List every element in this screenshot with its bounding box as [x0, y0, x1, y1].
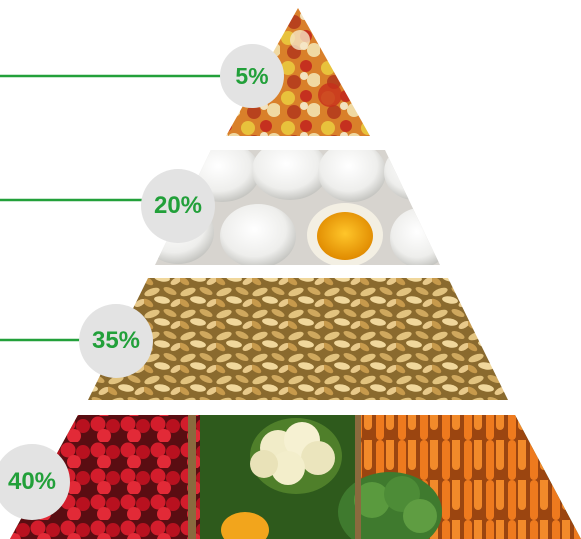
tier-label-grains: 35% — [91, 327, 141, 354]
tier-badge-grains: 35% — [79, 304, 153, 378]
tier-badge-proteins: 20% — [141, 169, 215, 243]
tier-grains — [88, 278, 508, 400]
tier-badge-sweets: 5% — [220, 44, 284, 108]
tier-badge-vegetables: 40% — [0, 444, 70, 520]
tier-label-sweets: 5% — [235, 62, 269, 89]
tier-vegetables — [10, 415, 581, 539]
tier-label-proteins: 20% — [153, 192, 203, 219]
tier-label-vegetables: 40% — [7, 468, 57, 495]
